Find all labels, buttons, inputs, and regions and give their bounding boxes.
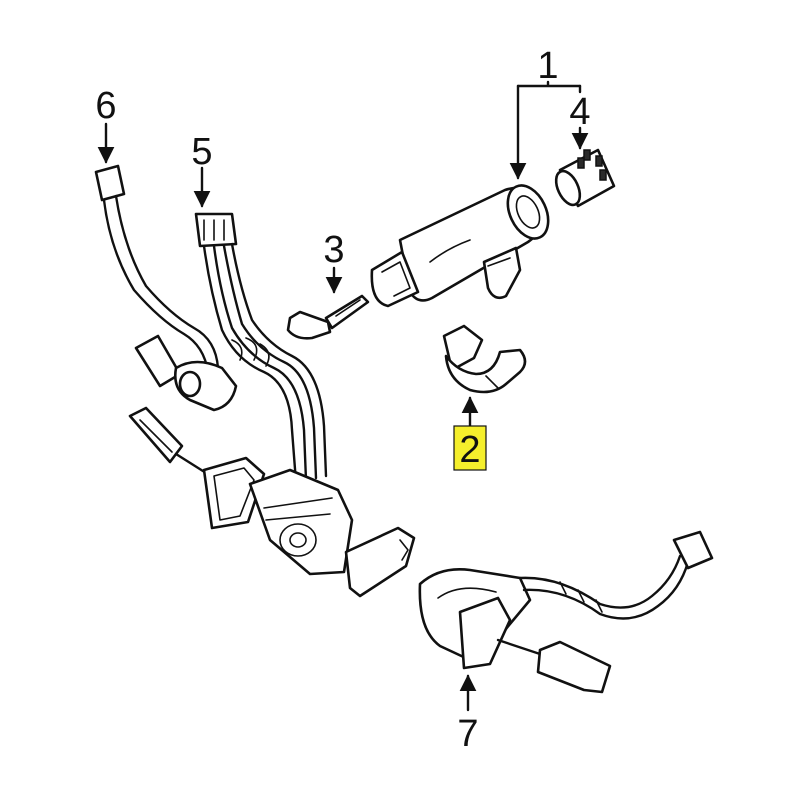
wiring-harness-6 (94, 164, 238, 412)
ignition-lock-housing (370, 184, 550, 308)
leader-lines (97, 80, 589, 712)
callout-highlight (453, 425, 487, 471)
callout-label-7: 7 (457, 713, 478, 755)
callout-label-2: 2 (459, 429, 480, 471)
callout-3: 3 (323, 229, 344, 271)
wiper-switch (418, 530, 714, 694)
callout-7: 7 (457, 713, 478, 755)
callout-label-1: 1 (537, 45, 558, 87)
lock-bracket (442, 324, 527, 394)
ignition-switch (554, 148, 616, 208)
callout-4: 4 (569, 91, 590, 133)
combination-switch-assembly (128, 406, 416, 598)
callout-2: 2 (453, 425, 487, 471)
ignition-key (286, 294, 370, 340)
wiring-harness-5 (194, 212, 328, 484)
callout-label-3: 3 (323, 229, 344, 271)
callout-1: 1 (537, 45, 558, 87)
callout-6: 6 (95, 85, 116, 127)
callout-5: 5 (191, 131, 212, 173)
callout-label-4: 4 (569, 91, 590, 133)
callout-label-5: 5 (191, 131, 212, 173)
callout-label-6: 6 (95, 85, 116, 127)
